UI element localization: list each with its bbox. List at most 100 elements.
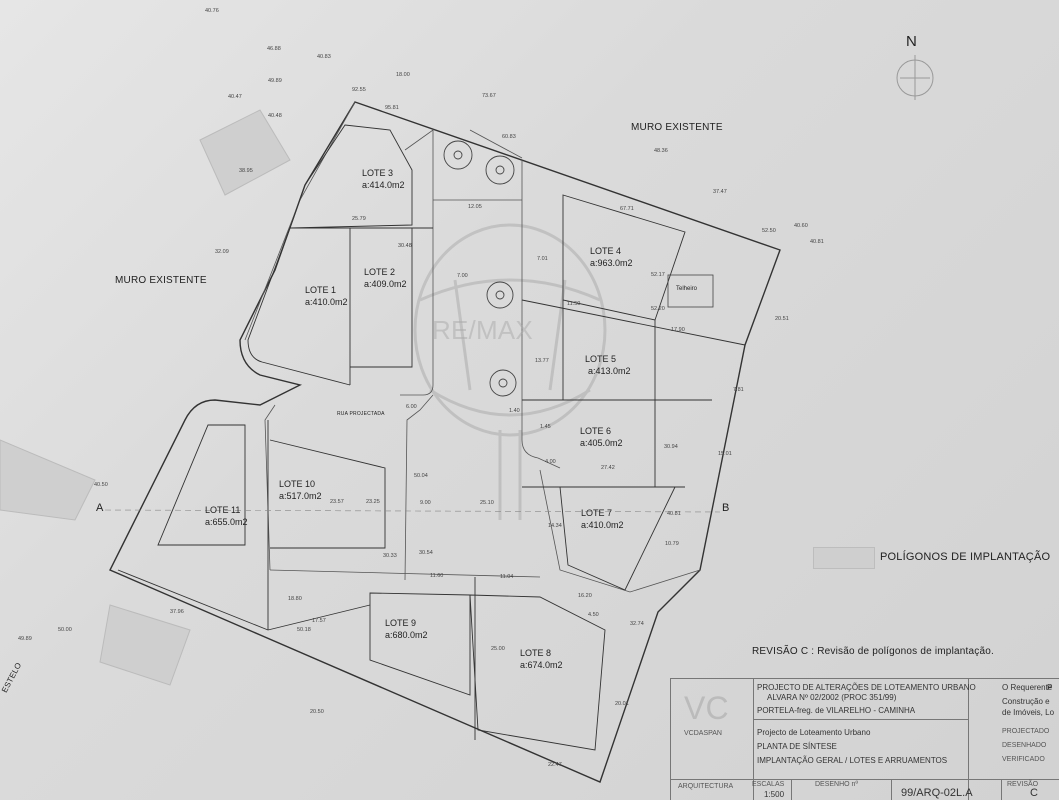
- telheiro-square: [667, 274, 714, 308]
- lot-2-name: LOTE 2: [364, 267, 396, 277]
- dimension-label: 15.01: [718, 451, 732, 457]
- firm-sub: ARQUITECTURA: [678, 783, 734, 790]
- lot-7-name: LOTE 7: [581, 508, 613, 518]
- section-b-label: B: [722, 502, 730, 514]
- sign-label-1: PROJECTADO: [1002, 728, 1050, 735]
- dimension-label: 4.00: [545, 459, 556, 465]
- dimension-label: 95.81: [385, 105, 399, 111]
- dimension-label: 20.51: [775, 316, 789, 322]
- revision-note: REVISÃO C : Revisão de polígonos de impl…: [752, 646, 994, 657]
- dimension-label: 6.00: [406, 404, 417, 410]
- legend-swatch: [813, 547, 875, 569]
- section-line: [104, 509, 721, 513]
- lot-8-area: a:674.0m2: [520, 660, 563, 670]
- dimension-label: 30.33: [383, 553, 397, 559]
- lot-3-name: LOTE 3: [362, 168, 394, 178]
- lot-lines: [117, 124, 746, 751]
- dimension-label: 11.04: [500, 574, 513, 580]
- lot-9-name: LOTE 9: [385, 618, 417, 628]
- dimension-label: 20.01: [615, 701, 629, 707]
- dimension-label: 92.55: [352, 87, 366, 93]
- lot-5-area: a:413.0m2: [588, 366, 631, 376]
- dimension-label: 60.83: [502, 134, 516, 140]
- dimension-label: 50.00: [58, 627, 72, 633]
- dimension-label: 40.76: [205, 8, 219, 14]
- dimension-label: 30.54: [419, 550, 433, 556]
- drawing-label: DESENHO nº: [815, 781, 859, 788]
- north-label: N: [906, 33, 917, 50]
- drawing-number: 99/ARQ-02L.A: [901, 787, 973, 799]
- dimension-label: 32.74: [630, 621, 644, 627]
- dimension-label: 17.90: [671, 327, 685, 333]
- title-project: PROJECTO DE ALTERAÇÕES DE LOTEAMENTO URB…: [757, 683, 976, 692]
- lot-3-area: a:414.0m2: [362, 180, 405, 190]
- dimension-label: 52.20: [651, 306, 665, 312]
- lot-2-area: a:409.0m2: [364, 279, 407, 289]
- sign-label-3: VERIFICADO: [1002, 756, 1045, 763]
- building-left: [0, 109, 291, 686]
- firm-name: VCDASPAN: [684, 730, 722, 737]
- parcel-outline: [109, 101, 781, 783]
- dimension-label: 67.71: [620, 206, 634, 212]
- dimension-label: 12.05: [468, 204, 482, 210]
- dimension-label: 23.25: [366, 499, 380, 505]
- dimension-label: 10.79: [665, 541, 679, 547]
- dimension-label: 30.94: [664, 444, 678, 450]
- dimension-label: 40.60: [794, 223, 808, 229]
- title-location: PORTELA-freg. de VILARELHO - CAMINHA: [757, 706, 916, 715]
- dimension-label: 17.57: [312, 618, 326, 624]
- dimension-label: 40.83: [317, 54, 331, 60]
- revision-number: C: [1030, 787, 1038, 799]
- lot-9-area: a:680.0m2: [385, 630, 428, 640]
- wall-label-left: MURO EXISTENTE: [115, 275, 207, 286]
- dimension-label: 13.77: [535, 358, 549, 364]
- sign-label-2: DESENHADO: [1002, 742, 1047, 749]
- lot-5-name: LOTE 5: [585, 354, 617, 364]
- dimension-label: 30.48: [398, 243, 412, 249]
- firm-logo: VC: [684, 690, 729, 726]
- owner-desc-1: Construção e: [1002, 697, 1050, 706]
- title-subject: IMPLANTAÇÃO GERAL / LOTES E ARRUAMENTOS: [757, 756, 948, 765]
- telheiro-label: Telheiro: [676, 286, 698, 292]
- lot-6-name: LOTE 6: [580, 426, 612, 436]
- owner-name: P: [1047, 683, 1053, 692]
- dimension-label: 40.47: [228, 94, 242, 100]
- dimension-label: 50.18: [297, 627, 311, 633]
- dimension-label: 38.95: [239, 168, 253, 174]
- dimension-label: 52.50: [762, 228, 776, 234]
- title-sheet: PLANTA DE SÍNTESE: [757, 742, 837, 751]
- lot-7-area: a:410.0m2: [581, 520, 624, 530]
- scale-label: ESCALAS: [752, 781, 785, 788]
- dimension-label: 73.67: [482, 93, 496, 99]
- dimension-label: 16.20: [578, 593, 592, 599]
- lot-4-area: a:963.0m2: [590, 258, 633, 268]
- dimension-label: 52.17: [651, 272, 665, 278]
- scale-value: 1:500: [764, 790, 785, 799]
- dimension-label: 40.81: [667, 511, 681, 517]
- dimension-label: 23.57: [330, 499, 344, 505]
- dimension-label: 22.47: [548, 762, 562, 768]
- dimension-label: 25.79: [352, 216, 366, 222]
- dimension-label: 18.80: [288, 596, 302, 602]
- lot-10-area: a:517.0m2: [279, 491, 322, 501]
- dimension-label: 11.60: [430, 573, 443, 579]
- wall-label-top: MURO EXISTENTE: [631, 122, 723, 133]
- watermark-text: RE/MAX: [432, 315, 533, 345]
- title-block: [670, 678, 1059, 800]
- dimension-label: 32.09: [215, 249, 229, 255]
- trees: [443, 140, 517, 397]
- dimension-label: 40.81: [810, 239, 824, 245]
- dimension-label: 46.88: [267, 46, 281, 52]
- dimension-label: 1.45: [540, 424, 551, 430]
- title-project-type: Projecto de Loteamento Urbano: [757, 728, 871, 737]
- dimension-label: 7.00: [457, 273, 468, 279]
- dimension-label: 37.47: [713, 189, 727, 195]
- lot-11-name: LOTE 11: [205, 505, 241, 515]
- dimension-label: 1.40: [509, 408, 520, 414]
- owner-desc-2: de Imóveis, Lo: [1002, 708, 1055, 717]
- lot-11-area: a:655.0m2: [205, 517, 248, 527]
- dimension-label: 20.50: [310, 709, 324, 715]
- north-arrow: [896, 55, 934, 100]
